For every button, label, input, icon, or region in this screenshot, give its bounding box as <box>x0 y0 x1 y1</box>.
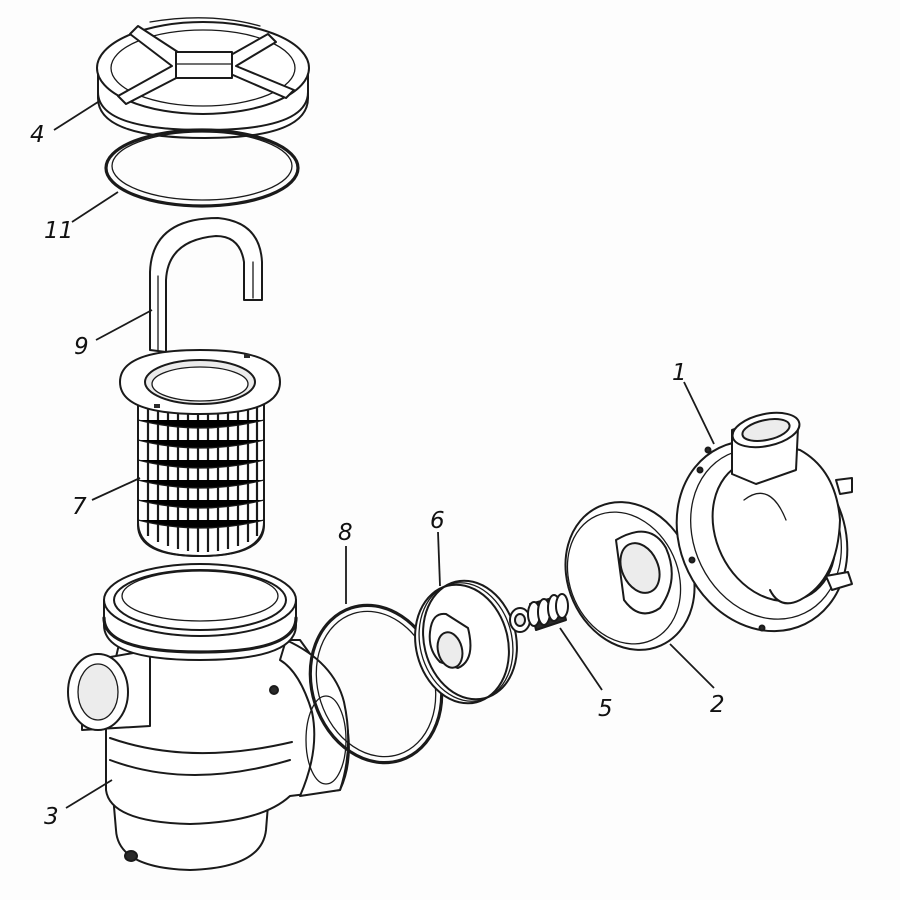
lid <box>96 17 310 139</box>
pump-housing <box>67 563 350 871</box>
callout-8: 8 <box>338 520 353 546</box>
callout-3: 3 <box>44 804 59 830</box>
shaft-seal <box>509 593 569 633</box>
strainer-basket <box>119 349 281 557</box>
callout-2: 2 <box>710 692 725 718</box>
callout-6: 6 <box>430 508 445 534</box>
seal-plate <box>675 411 853 633</box>
lid-o-ring <box>104 128 300 208</box>
callout-labels: 4 11 9 7 3 8 6 5 2 1 <box>30 122 725 830</box>
impeller <box>414 579 518 705</box>
callout-1: 1 <box>672 360 687 386</box>
callout-5: 5 <box>598 696 613 722</box>
callout-9: 9 <box>74 334 89 360</box>
basket-handle <box>149 217 263 353</box>
callout-4: 4 <box>30 122 45 148</box>
callout-11: 11 <box>44 218 73 244</box>
callout-7: 7 <box>72 494 87 520</box>
leader-lines <box>53 101 715 809</box>
diffuser <box>564 501 696 651</box>
